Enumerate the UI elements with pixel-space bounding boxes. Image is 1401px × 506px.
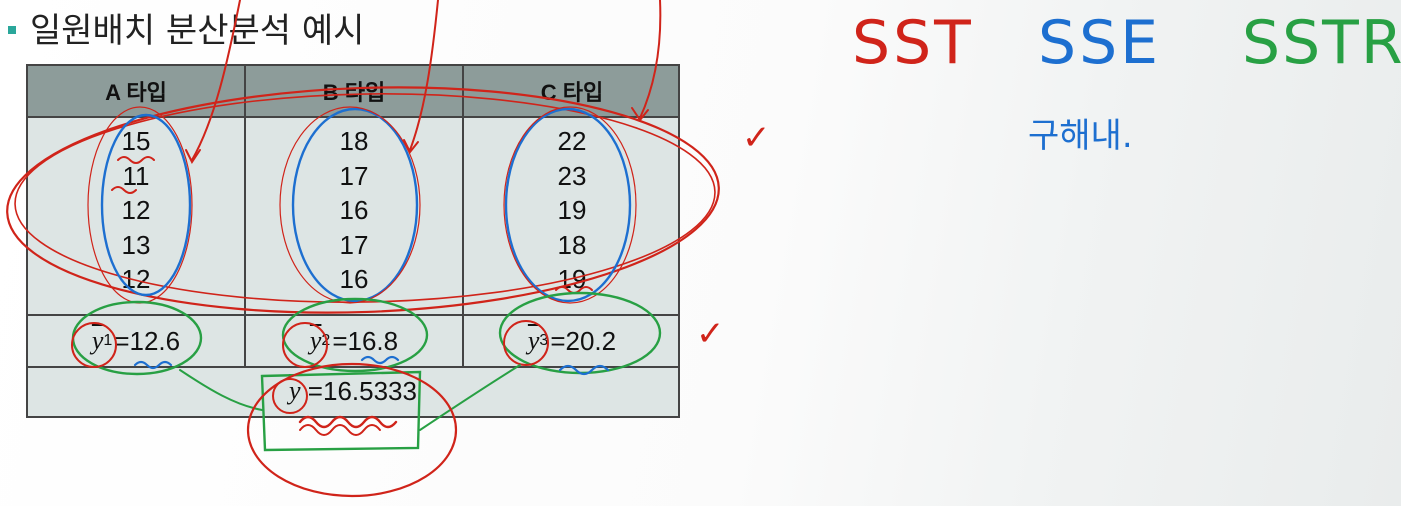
value-cell: 18 <box>339 126 369 156</box>
slide-title: 일원배치 분산분석 예시 <box>8 2 364 52</box>
value-cell: 17 <box>339 160 369 191</box>
check-mark-icon: ✓ <box>742 118 771 158</box>
value-cell: 11 <box>122 160 150 191</box>
value-cell: 13 <box>121 229 151 260</box>
value-cell: 12 <box>121 195 151 225</box>
check-mark-icon: ✓ <box>696 314 725 354</box>
grand-mean-symbol: y <box>289 376 301 405</box>
mean-value: =20.2 <box>550 325 617 356</box>
column-a: 15 11 12 13 12 <box>28 118 246 314</box>
slide-title-text: 일원배치 분산분석 예시 <box>30 10 365 51</box>
value-cell: 12 <box>121 264 151 294</box>
sse-label: SSE <box>1038 8 1162 78</box>
grand-mean-value: =16.5333 <box>307 376 417 406</box>
value-cell: 15 <box>121 126 151 156</box>
mean-symbol: y <box>91 326 104 355</box>
header-a: A 타입 <box>28 66 246 116</box>
mean-symbol: y <box>527 326 540 355</box>
mean-subscript: 2 <box>321 332 331 349</box>
mean-value: =16.8 <box>332 325 399 356</box>
value-cell: 16 <box>339 195 369 225</box>
grand-mean-row: y =16.5333 <box>28 368 678 416</box>
table-values: 15 11 12 13 12 18 17 16 17 16 22 23 19 1… <box>28 118 678 316</box>
value-cell: 22 <box>557 126 587 156</box>
value-cell: 18 <box>557 229 587 260</box>
value-cell: 19 <box>557 195 587 225</box>
mean-subscript: 3 <box>539 332 549 349</box>
value-cell: 23 <box>557 160 587 191</box>
mean-subscript: 1 <box>103 332 113 349</box>
header-c: C 타입 <box>540 80 604 105</box>
handwritten-note: 구해내. <box>1028 116 1133 156</box>
sstr-label: SSTR: <box>1242 8 1401 78</box>
bullet-icon <box>8 26 16 34</box>
header-b: B 타입 <box>246 66 464 116</box>
mean-value: =12.6 <box>114 325 181 356</box>
column-b: 18 17 16 17 16 <box>246 118 464 314</box>
mean-symbol: y <box>309 326 322 355</box>
value-cell: 19 <box>557 264 587 294</box>
value-cell: 17 <box>339 229 369 260</box>
column-c: 22 23 19 18 19 <box>464 118 680 314</box>
table-header-row: A 타입 B 타입 C 타입 <box>28 66 678 118</box>
data-table: A 타입 B 타입 C 타입 15 11 12 13 12 18 17 16 1… <box>26 64 680 418</box>
value-cell: 16 <box>339 264 369 294</box>
sst-label: SST <box>852 8 974 78</box>
